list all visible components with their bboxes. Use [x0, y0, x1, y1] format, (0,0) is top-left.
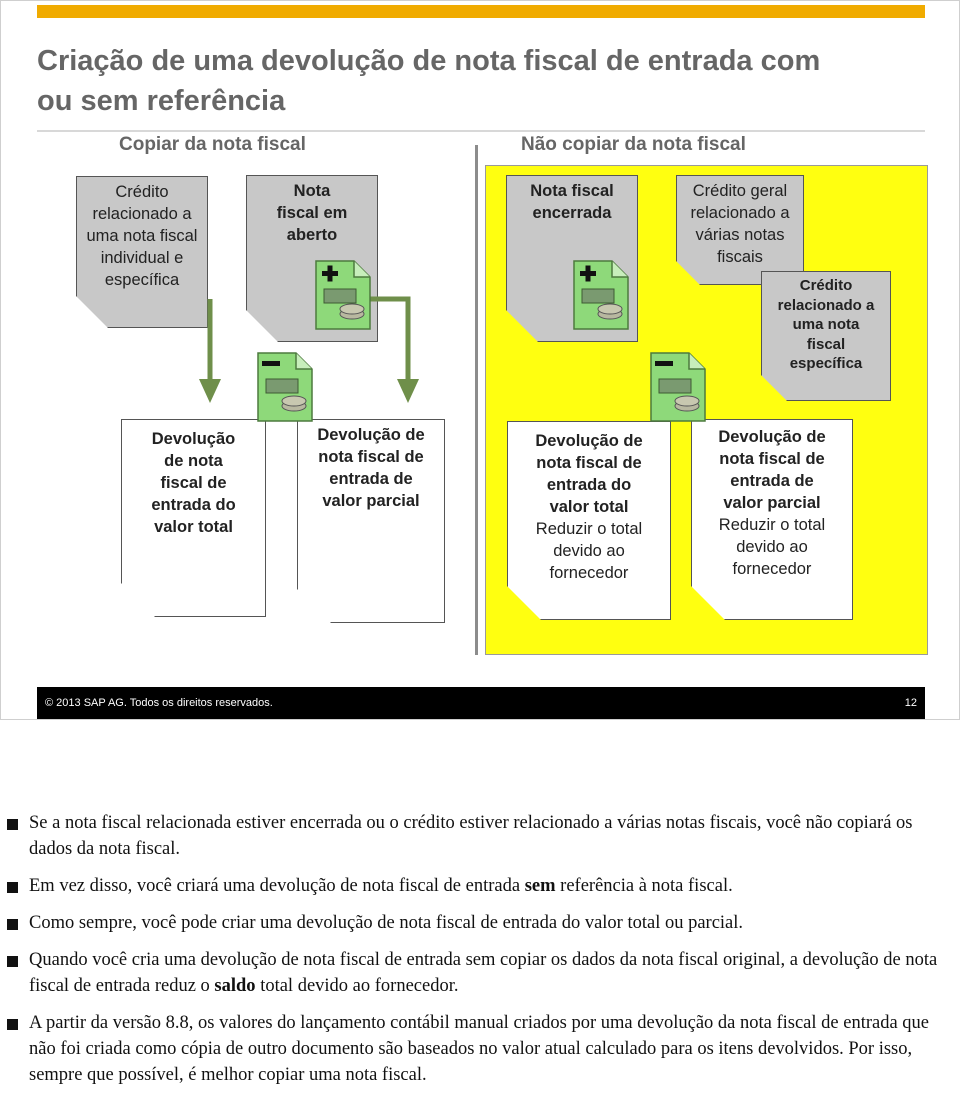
doc-devolucao-parcial-right-note: Reduzir o total devido ao fornecedor	[718, 516, 826, 578]
doc-devolucao-parcial-right-text: Devolução de nota fiscal de entrada de v…	[718, 428, 826, 512]
note-item: Quando você cria uma devolução de nota f…	[0, 947, 950, 999]
doc-nota-aberto-text: Nota fiscal em aberto	[276, 182, 348, 244]
doc-devolucao-total-left: Devolução de nota fiscal de entrada do v…	[120, 419, 266, 618]
doc-nota-encerrada-text: Nota fiscal encerrada	[530, 182, 614, 222]
note-text: Como sempre, você pode criar uma devoluç…	[29, 913, 744, 933]
column-divider	[475, 145, 478, 655]
note-text: Quando você cria uma devolução de nota f…	[29, 950, 938, 996]
doc-credito-individual: Crédito relacionado a uma nota fiscal in…	[75, 176, 208, 329]
slide-title-line-1: Criação de uma devolução de nota fiscal …	[37, 45, 821, 77]
footer-page-number: 12	[904, 697, 917, 709]
page-fold	[505, 309, 539, 343]
note-text: Se a nota fiscal relacionada estiver enc…	[29, 813, 913, 859]
doc-devolucao-total-right: Devolução de nota fiscal de entrada do v…	[506, 421, 671, 621]
page-fold	[75, 295, 109, 329]
left-column-header: Copiar da nota fiscal	[119, 134, 306, 155]
doc-devolucao-total-left-text: Devolução de nota fiscal de entrada do v…	[151, 430, 236, 536]
slide-title-line-2: ou sem referência	[37, 85, 286, 117]
note-item: A partir da versão 8.8, os valores do la…	[0, 1010, 950, 1088]
right-column-header: Não copiar da nota fiscal	[521, 134, 746, 155]
slide-footer: © 2013 SAP AG. Todos os direitos reserva…	[37, 687, 925, 719]
page-fold	[690, 585, 726, 621]
page-fold	[506, 585, 542, 621]
page-fold	[675, 260, 701, 286]
doc-credito-geral: Crédito geral relacionado a várias notas…	[675, 175, 804, 286]
note-text: total devido ao fornecedor.	[255, 976, 459, 996]
doc-devolucao-parcial-left: Devolução de nota fiscal de entrada de v…	[296, 419, 445, 624]
document-plus-icon	[573, 260, 629, 330]
note-text: referência à nota fiscal.	[555, 876, 733, 896]
note-item: Em vez disso, você criará uma devolução …	[0, 873, 950, 899]
doc-credito-especifica: Crédito relacionado a uma nota fiscal es…	[760, 271, 891, 402]
document-minus-icon	[650, 352, 706, 422]
slide: Criação de uma devolução de nota fiscal …	[0, 0, 960, 720]
doc-credito-geral-text: Crédito geral relacionado a várias notas…	[690, 182, 790, 266]
page-fold	[760, 374, 788, 402]
top-accent-bar	[37, 5, 925, 18]
page-fold	[296, 588, 332, 624]
note-bold-text: saldo	[214, 976, 256, 996]
note-text: A partir da versão 8.8, os valores do la…	[29, 1013, 930, 1085]
note-item: Como sempre, você pode criar uma devoluç…	[0, 910, 950, 936]
note-item: Se a nota fiscal relacionada estiver enc…	[0, 810, 950, 862]
page-fold	[120, 582, 156, 618]
notes-list: Se a nota fiscal relacionada estiver enc…	[0, 810, 950, 1099]
doc-nota-aberto: Nota fiscal em aberto	[245, 175, 378, 343]
footer-copyright: © 2013 SAP AG. Todos os direitos reserva…	[45, 697, 273, 709]
doc-devolucao-parcial-right: Devolução de nota fiscal de entrada de v…	[690, 419, 853, 621]
slide-title: Criação de uma devolução de nota fiscal …	[37, 41, 917, 121]
page-fold	[245, 309, 279, 343]
doc-devolucao-total-right-note: Reduzir o total devido ao fornecedor	[535, 520, 643, 582]
note-text: Em vez disso, você criará uma devolução …	[29, 876, 525, 896]
doc-devolucao-total-right-text: Devolução de nota fiscal de entrada do v…	[535, 432, 643, 516]
document-minus-icon	[257, 352, 313, 422]
title-divider	[37, 130, 925, 132]
document-plus-icon	[315, 260, 371, 330]
doc-devolucao-parcial-left-text: Devolução de nota fiscal de entrada de v…	[317, 426, 425, 510]
note-bold-text: sem	[524, 876, 556, 896]
doc-credito-individual-text: Crédito relacionado a uma nota fiscal in…	[86, 183, 198, 289]
doc-credito-especifica-text: Crédito relacionado a uma nota fiscal es…	[777, 277, 875, 372]
